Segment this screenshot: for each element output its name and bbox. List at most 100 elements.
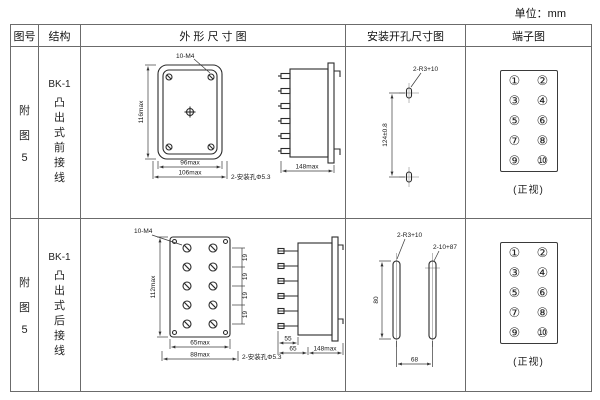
rear-view-dimension-lines <box>151 234 245 361</box>
structure-char: 后 <box>54 314 65 327</box>
body-dim-label: 65 <box>289 346 297 353</box>
outline-drawing-rear-wiring: 10-M4 112max 19 19 19 19 65max 88max 2-安… <box>134 228 344 361</box>
screw-spec-label: 10-M4 <box>176 53 195 60</box>
terminal-pin: ③ <box>508 92 521 108</box>
terminal-block: ① ② ③ ④ ⑤ ⑥ ⑦ ⑧ ⑨ ⑩ <box>499 242 558 344</box>
mounting-holes <box>405 86 412 183</box>
width-dim-inner-label: 65max <box>190 340 210 347</box>
terminal-pin: ⑥ <box>536 285 549 300</box>
terminal-cell-row1: ① ② ③ ④ ⑤ ⑥ ⑦ ⑧ ⑨ ⑩ (正视) <box>466 47 591 219</box>
slot-center-lines <box>395 253 440 347</box>
outline-drawing-front-wiring: 10-M4 116max 96max 106max 2-安装孔Φ5.3 <box>138 53 341 181</box>
mounting-slots <box>391 260 437 340</box>
terminal-pin: ⑥ <box>536 112 549 128</box>
terminal-pin: ⑤ <box>508 112 521 128</box>
relay-side-view <box>276 236 344 342</box>
structure-char: 出 <box>54 284 65 297</box>
mounting-slot-spec-label: 2-10+87 <box>433 244 457 251</box>
header-mounting: 安装开孔尺寸图 <box>346 25 466 47</box>
terminal-pin: ⑤ <box>508 285 521 300</box>
pitch-dim-label: 19 <box>242 292 249 300</box>
structure-char: 接 <box>54 157 65 169</box>
model-label: BK-1 <box>48 79 71 90</box>
structure-cell-row2: BK-1 凸 出 式 后 接 线 <box>39 219 81 391</box>
terminal-caption: (正视) <box>513 184 544 196</box>
fig-char: 5 <box>21 151 28 164</box>
rear-terminal-studs <box>276 247 298 330</box>
terminal-pin: ⑨ <box>508 325 521 340</box>
terminal-pin: ⑨ <box>508 152 521 168</box>
width-dim-outer-label: 106max <box>178 169 202 176</box>
pitch-dim-label: 19 <box>242 254 249 262</box>
terminal-pin: ② <box>536 72 549 88</box>
structure-char: 接 <box>54 329 65 342</box>
terminal-pin: ② <box>536 245 549 260</box>
depth-dim-label: 148max <box>313 346 337 353</box>
fig-char: 图 <box>19 302 30 314</box>
terminal-pin: ⑦ <box>508 132 521 148</box>
terminal-pin: ⑦ <box>508 305 521 320</box>
structure-char: 式 <box>54 299 65 312</box>
structure-char: 线 <box>54 344 65 357</box>
mounting-drawing-rear-wiring: 2-R3+10 2-10+87 80 68 <box>373 232 457 367</box>
pitch-dim-label: 19 <box>242 273 249 281</box>
mounting-drawing-front-wiring: 2-R3+10 124±0.8 <box>382 66 438 187</box>
outline-cell-row1: 10-M4 116max 96max 106max 2-安装孔Φ5.3 <box>81 47 346 219</box>
slot-distance-label: 80 <box>373 296 380 304</box>
fig-char: 5 <box>21 324 28 336</box>
pitch-dim-label: 19 <box>242 311 249 319</box>
terminal-pin: ① <box>508 245 521 260</box>
screw-spec-label: 10-M4 <box>134 228 153 235</box>
height-dim-label: 116max <box>138 99 145 122</box>
mounting-hole-spec-label: 2-R3+10 <box>413 66 438 73</box>
terminal-pin: ④ <box>536 265 549 280</box>
terminal-pin: ① <box>508 72 521 88</box>
header-fig-no: 图号 <box>11 25 39 47</box>
relay-front-view <box>156 63 223 160</box>
header-terminal: 端子图 <box>466 25 591 47</box>
structure-char: 前 <box>54 142 65 154</box>
mounting-hole-label: 2-安装孔Φ5.3 <box>231 172 271 181</box>
height-dim-label: 112max <box>150 275 157 298</box>
header-outline: 外 形 尺 寸 图 <box>81 25 346 47</box>
terminal-pin: ⑧ <box>536 305 549 320</box>
structure-char: 式 <box>54 127 65 139</box>
fig-char: 图 <box>19 129 30 142</box>
mounting-cell-row1: 2-R3+10 124±0.8 <box>346 47 466 219</box>
header-structure: 结构 <box>39 25 81 47</box>
mounting-dimension-lines <box>388 72 421 177</box>
terminal-pin: ③ <box>508 265 521 280</box>
stud-dim-label: 55 <box>284 336 292 343</box>
spec-table: 图号 结构 外 形 尺 寸 图 安装开孔尺寸图 端子图 附 图 5 BK-1 凸… <box>10 24 592 392</box>
structure-text: 凸 出 式 前 接 线 <box>54 96 65 186</box>
slot-span-label: 68 <box>410 357 418 364</box>
mounting-dimension-lines <box>378 238 439 367</box>
side-view-dimension-lines <box>280 160 334 173</box>
front-view-dimension-lines <box>144 58 227 179</box>
side-terminal-screws <box>277 72 291 154</box>
depth-dim-label: 148max <box>295 163 319 170</box>
terminal-block: ① ② ③ ④ ⑤ ⑥ ⑦ ⑧ ⑨ ⑩ <box>499 69 558 172</box>
fig-no-cell-row2: 附 图 5 <box>11 219 39 391</box>
fig-char: 附 <box>19 277 30 289</box>
terminal-pin: ④ <box>536 92 549 108</box>
terminal-pin: ⑩ <box>536 325 549 340</box>
terminal-cell-row2: ① ② ③ ④ ⑤ ⑥ ⑦ ⑧ ⑨ ⑩ (正视) <box>466 219 591 391</box>
structure-char: 出 <box>54 112 65 124</box>
hole-distance-label: 124±0.8 <box>382 122 389 146</box>
relay-side-view <box>277 61 341 164</box>
mounting-hole-spec-label: 2-R3+10 <box>397 232 422 239</box>
terminal-studs <box>181 243 218 329</box>
side-view-dimension-lines <box>277 331 343 355</box>
terminal-caption: (正视) <box>513 357 544 368</box>
width-dim-inner-label: 96max <box>180 159 200 166</box>
model-label: BK-1 <box>48 251 71 263</box>
mounting-cell-row2: 2-R3+10 2-10+87 80 68 <box>346 219 466 391</box>
hole-center-lines <box>398 82 419 187</box>
structure-char: 凸 <box>54 97 65 109</box>
outline-cell-row2: 10-M4 112max 19 19 19 19 65max 88max 2-安… <box>81 219 346 391</box>
unit-label: 单位：mm <box>514 8 566 20</box>
width-dim-outer-label: 88max <box>190 352 210 359</box>
mounting-hole-label: 2-安装孔Φ5.3 <box>242 352 282 361</box>
structure-cell-row1: BK-1 凸 出 式 前 接 线 <box>39 47 81 219</box>
